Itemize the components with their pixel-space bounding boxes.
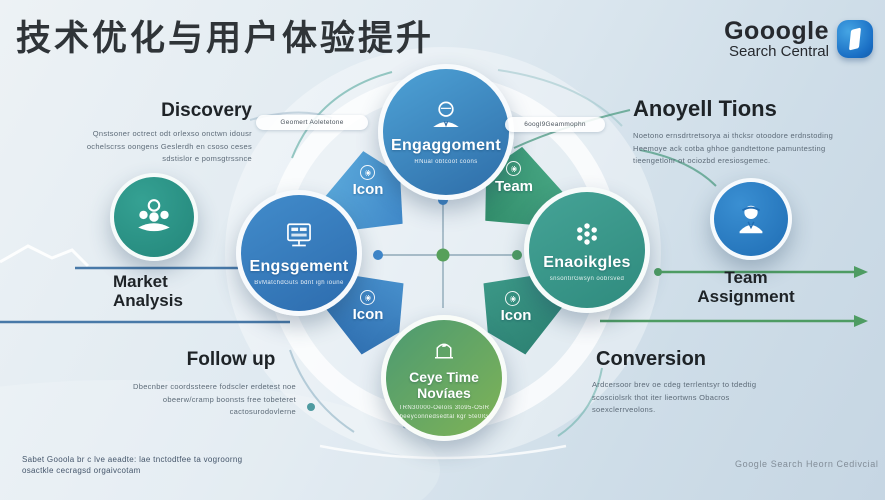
team-assignment-line2: Assignment bbox=[697, 287, 795, 306]
follow-up-heading: Follow up bbox=[186, 349, 276, 370]
arrow-start-dot bbox=[654, 268, 662, 276]
market-analysis-heading: Market Analysis bbox=[113, 272, 183, 310]
circle-label-line2: Novíaes bbox=[417, 384, 471, 401]
arrow-head-icon bbox=[854, 315, 868, 327]
logo-subtitle: Search Central bbox=[728, 43, 829, 61]
market-analysis-line2: Analysis bbox=[113, 291, 183, 310]
conversion-body-line: Ardcersoor brev oe cdeg terrlentsyr to t… bbox=[592, 380, 757, 389]
cross-node-center bbox=[436, 248, 450, 262]
footer-attribution: Google Search Heorn Cedivcial bbox=[735, 459, 879, 469]
wedge-label-top-left: Icon bbox=[352, 181, 384, 198]
circle-label-line1: Ceye Time bbox=[409, 368, 479, 385]
arch-plant-icon bbox=[435, 343, 453, 358]
circle-label: Engaggoment bbox=[391, 136, 501, 154]
people-group-icon bbox=[138, 199, 170, 232]
discovery-heading: Discovery bbox=[161, 100, 252, 121]
decorative-blob bbox=[0, 380, 440, 500]
follow-up-body: Dbecnber coordssteere fodscler erdetest … bbox=[108, 381, 296, 419]
wedge-label-bottom-right: Icon bbox=[500, 307, 532, 324]
person-hat-icon bbox=[739, 205, 763, 234]
decorative-wave bbox=[319, 444, 567, 460]
circled-badge-icon bbox=[506, 161, 521, 176]
decorative-arc bbox=[289, 349, 355, 433]
market-analysis-line1: Market bbox=[113, 272, 168, 291]
footer-note-line1: Sabet Gooola br c lve aeadte: lae tnctod… bbox=[22, 455, 243, 464]
decorative-arc bbox=[557, 367, 603, 437]
cross-node-left bbox=[373, 250, 383, 260]
circle-subtext: RNual obtcoot coons bbox=[414, 158, 478, 165]
circled-badge-icon bbox=[360, 290, 375, 305]
circle-subtext-line1: TRN30000-Oelols 3to95-O5lR bbox=[398, 404, 490, 411]
follow-up-body-line: cactosurodovlerne bbox=[229, 407, 296, 416]
wedge-label-top-right: Team bbox=[494, 178, 534, 195]
annotation-pill-left: Geomert Aoletetone bbox=[256, 115, 368, 130]
decorative-arc bbox=[639, 149, 717, 187]
molecule-cluster-icon bbox=[577, 222, 597, 245]
monitor-icon bbox=[287, 222, 311, 246]
follow-up-body-line: Dbecnber coordssteere fodscler erdetest … bbox=[133, 382, 296, 391]
decorative-zigzag bbox=[0, 244, 90, 268]
circle-label: Enaoikgles bbox=[543, 253, 631, 271]
hub-circle-right-enables: Enaoikgles snsontirGwsyn oobrsved bbox=[524, 187, 650, 313]
team-assignment-line1: Team bbox=[724, 268, 768, 287]
annotations-heading: Anoyell Tions bbox=[633, 96, 777, 121]
discovery-body: Qnstsoner octrect odt orlexso onctwn ido… bbox=[30, 128, 252, 166]
footer-note-line2: osactkle cecragsd orgaivcotam bbox=[22, 466, 141, 475]
circle-subtext-line2: beeyconnedsedtal kgr 5te0lG bbox=[399, 413, 489, 420]
conversion-body-line: scosciolsrk thot iter lieortwns Obacros bbox=[592, 392, 730, 402]
follow-up-body-line: obeerw/cramp boonsts free tobeteret bbox=[162, 394, 296, 404]
satellite-circle-market bbox=[110, 173, 198, 261]
hub-circle-bottom-cycle-time: Ceye Time Novíaes TRN30000-Oelols 3to95-… bbox=[381, 315, 507, 441]
conversion-body: Ardcersoor brev oe cdeg terrlentsyr to t… bbox=[592, 379, 812, 417]
annotations-body: Noetono ernsdrtretsorya ai thcksr otoodo… bbox=[633, 130, 868, 168]
circle-label: Engsgement bbox=[249, 257, 349, 275]
conversion-heading: Conversion bbox=[596, 348, 707, 370]
annotations-body-line: Heemoye ack cotba ghhoe gandtettone pamu… bbox=[633, 143, 826, 153]
circle-subtext: BvMatchdGuts bdnt igh ioune bbox=[254, 279, 344, 286]
footer-note: Sabet Gooola br c lve aeadte: lae tnctod… bbox=[22, 454, 242, 476]
decorative-dot bbox=[307, 403, 315, 411]
decorative-arc bbox=[291, 71, 393, 159]
discovery-body-line: sdstislor e pomsgtrssnce bbox=[162, 154, 252, 163]
discovery-body-line: Qnstsoner octrect odt orlexso onctwn ido… bbox=[92, 129, 252, 138]
hub-circle-left-engagement: Engsgement BvMatchdGuts bdnt igh ioune bbox=[236, 190, 362, 316]
hub-circle-top-engagement: Engaggoment RNual obtcoot coons bbox=[378, 64, 514, 200]
annotation-pill-right: 6oogl9Geammophn bbox=[505, 117, 605, 132]
google-search-central-logo: Gooogle Search Central bbox=[724, 18, 873, 60]
satellite-circle-team bbox=[710, 178, 792, 260]
logo-text: Gooogle Search Central bbox=[724, 18, 829, 60]
circle-subtext: snsontirGwsyn oobrsved bbox=[549, 275, 625, 282]
logo-badge-icon bbox=[837, 20, 873, 58]
cross-node-right bbox=[512, 250, 522, 260]
arrow-head-icon bbox=[854, 266, 868, 278]
logo-name: Gooogle bbox=[724, 17, 829, 45]
person-icon bbox=[433, 101, 459, 127]
wedge-label-bottom-left: Icon bbox=[352, 306, 384, 323]
annotations-body-line: tieengetlonr ot ociozbd eresiosgemec. bbox=[633, 156, 771, 165]
circled-badge-icon bbox=[505, 291, 520, 306]
annotations-body-line: Noetono ernsdrtretsorya ai thcksr otoodo… bbox=[633, 131, 834, 140]
discovery-body-line: ochelscrss oongens Geslerdh en csoso ces… bbox=[86, 141, 252, 151]
conversion-body-line: soexclerrveolons. bbox=[592, 405, 656, 414]
team-assignment-heading: Team Assignment bbox=[690, 268, 802, 306]
decorative-arc bbox=[497, 69, 623, 127]
circled-badge-icon bbox=[360, 165, 375, 180]
page-title: 技术优化与用户体验提升 bbox=[16, 19, 435, 58]
